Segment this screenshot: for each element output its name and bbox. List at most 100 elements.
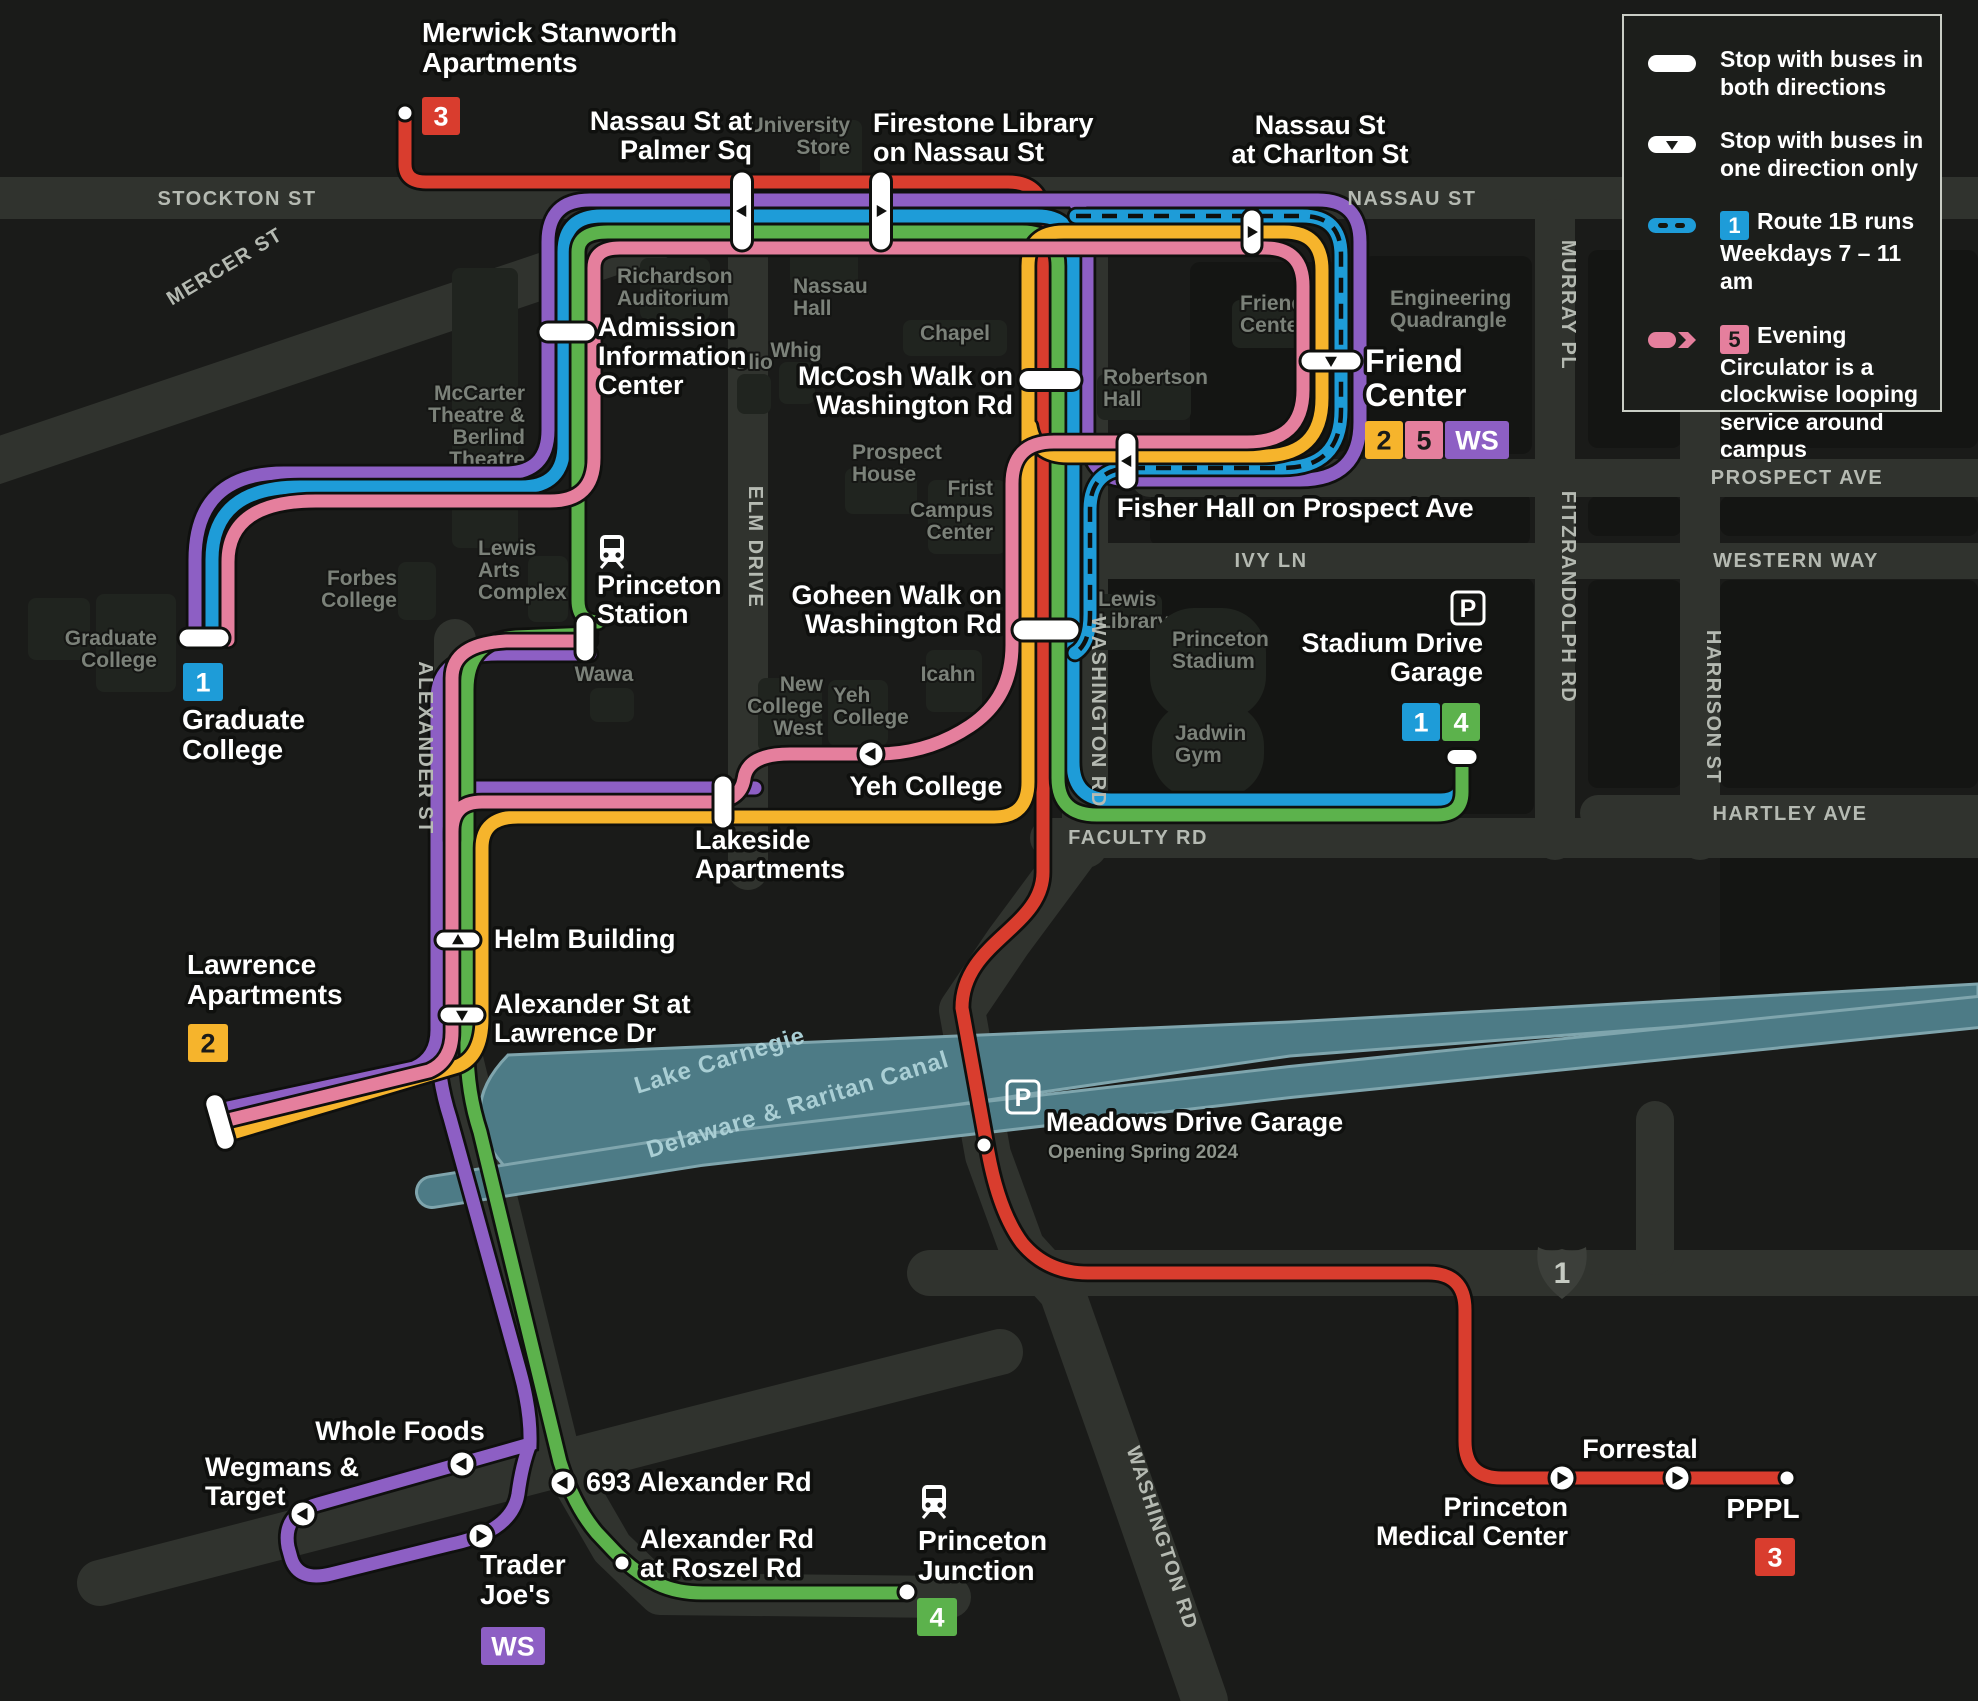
stop-marker-alexander-lawrence [437,1004,487,1026]
yeh-college-bldg-label: Yeh [833,684,870,707]
legend-text: Route 1B runs Weekdays 7 – 11 am [1720,208,1915,294]
princeton-medical-center-label: Medical Center [1376,1521,1569,1551]
street-label: WESTERN WAY [1713,550,1879,572]
lawrence-apartments-label: Lawrence [187,949,316,980]
firestone-library-label: Firestone Library [873,108,1094,138]
693-alexander-rd-label: 693 Alexander Rd [586,1467,812,1497]
jadwin-gym-label: Gym [1175,744,1222,767]
stop-marker-helm-building [433,929,483,951]
badge-text: 4 [1453,708,1468,738]
alexander-lawrence-label: Alexander St at [494,989,691,1019]
admission-info-center-label: Center [598,370,684,400]
stop-marker-nassau-palmer-sq [730,169,754,253]
princeton-stadium-label: Stadium [1172,650,1255,673]
princeton-station-label: Princeton [597,570,722,600]
route-badge-WS: WS [1445,421,1509,459]
legend-text: Stop with buses in both directions [1720,46,1924,100]
badge-text: WS [491,1632,535,1662]
route-3-line [398,106,1794,1485]
princeton-station-label: Station [597,599,689,629]
lewis-arts-complex-label: Arts [478,559,520,582]
badge-text: WS [1455,426,1499,456]
stop-marker-merwick-stanworth [395,103,415,123]
helm-building-label: Helm Building [494,924,676,954]
new-college-west-label: College [747,695,823,718]
lawrence-apartments-label: Apartments [187,979,343,1010]
stop-marker-goheen-walk [1010,617,1082,643]
stop-marker-pppl [1777,1468,1797,1488]
stop-marker-mccosh-walk [1016,368,1084,392]
legend-text: Evening Circulator is a clockwise loopin… [1720,321,1919,463]
graduate-college-bldg-label: Graduate [65,627,157,650]
route-1b-icon [1646,208,1706,295]
richardson-auditorium-label: Richardson [617,265,733,288]
princeton-junction-label: Junction [918,1555,1035,1586]
street-label: HARTLEY AVE [1712,803,1867,825]
parking-letter: P [1015,1084,1032,1112]
wegmans-target-label: Target [205,1481,286,1511]
badge-text: 3 [433,102,448,132]
stop-marker-princeton-medical-center [1547,1463,1577,1493]
trader-joes-label: Trader [480,1549,566,1580]
nassau-charlton-label: at Charlton St [1231,139,1408,169]
street-label: ALEXANDER ST [414,661,436,835]
route-5-icon [1646,322,1706,464]
nassau-palmer-sq-label: Palmer Sq [620,135,752,165]
merwick-stanworth-label: Merwick Stanworth [422,17,677,48]
stop-marker-meadows-drive-garage [974,1135,994,1155]
pill-both-icon [1646,46,1706,101]
water [415,982,1978,1209]
badge-text: 1 [195,668,210,698]
meadows-drive-garage-note: Opening Spring 2024 [1048,1142,1238,1163]
route-badge-4: 4 [1442,703,1480,741]
chapel-label: Chapel [920,322,990,345]
route-ws-line [280,1025,537,1583]
engineering-quadrangle-label: Engineering [1390,287,1511,310]
meadows-drive-garage-label: Meadows Drive Garage [1046,1107,1343,1137]
stop-marker-forrestal [1662,1463,1692,1493]
route-5-line [445,634,597,847]
route-badge-WS: WS [481,1627,545,1665]
street-label: STOCKTON ST [157,188,316,210]
route-1-badge: 1 [1720,211,1749,241]
route-badge-1: 1 [183,663,223,701]
route-badge-5: 5 [1405,421,1443,459]
badge-text: 3 [1767,1543,1782,1573]
street-label: WASHINGTON RD [1087,616,1109,807]
mccosh-walk-label: Washington Rd [816,390,1013,420]
pill-one-icon [1646,127,1706,182]
merwick-stanworth-label: Apartments [422,47,578,78]
badge-text: 4 [929,1603,944,1633]
goheen-walk-label: Goheen Walk on [791,580,1002,610]
admission-info-center-label: Admission [598,312,736,342]
fisher-hall-label: Fisher Hall on Prospect Ave [1117,493,1474,523]
us-route-1-shield: 1 [1537,1247,1587,1299]
icahn-label: Icahn [921,663,976,686]
badge-text: 5 [1416,426,1431,456]
route-badge-3: 3 [1755,1538,1795,1576]
graduate-college-label: College [182,734,283,765]
stop-marker-fisher-hall [1115,430,1139,492]
prospect-house-label: House [852,463,916,486]
route-5-badge: 5 [1720,324,1749,354]
mccarter-berlind-label: Berlind [453,426,525,449]
stop-marker-trader-joes [466,1521,496,1551]
engineering-quadrangle-label: Quadrangle [1390,309,1507,332]
friend-center-label: Center [1365,377,1466,413]
stop-marker-wegmans-target [288,1499,318,1529]
alexander-lawrence-label: Lawrence Dr [494,1018,657,1048]
stadium-drive-garage-label: Garage [1390,657,1483,687]
university-store-label: University [748,114,850,137]
nassau-palmer-sq-label: Nassau St at [590,106,752,136]
mccosh-walk-label: McCosh Walk on [798,361,1013,391]
mccarter-berlind-label: McCarter [434,382,525,405]
princeton-junction-label: Princeton [918,1525,1047,1556]
graduate-college-bldg-label: College [81,649,157,672]
forbes-college-label: Forbes [327,567,397,590]
buildings: UniversityStoreRichardsonAuditoriumMcCar… [28,112,1513,798]
street-label: FACULTY RD [1068,827,1208,849]
wegmans-target-label: Wegmans & [205,1452,359,1482]
